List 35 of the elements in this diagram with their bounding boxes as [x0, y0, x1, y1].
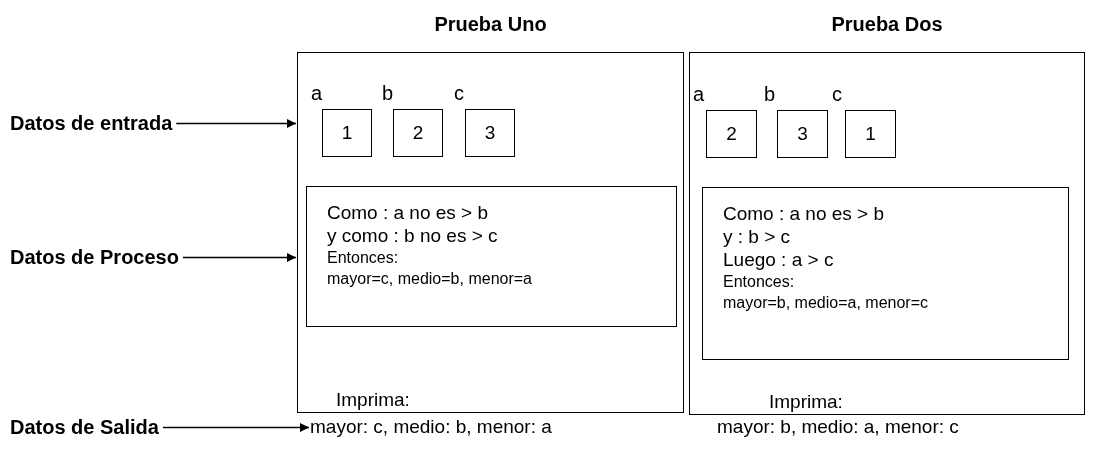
value-text: 3 [796, 123, 809, 145]
print-label: Imprima: [336, 389, 410, 411]
arrow [162, 423, 310, 432]
print-label: Imprima: [769, 391, 843, 413]
value-text: 1 [340, 122, 354, 144]
row-label: Datos de Salida [10, 416, 159, 439]
value-text: 2 [725, 123, 738, 145]
process-text: y como : b no es > c [327, 224, 498, 247]
variable-label: a [693, 83, 705, 106]
arrow [182, 253, 297, 262]
process-text: y : b > c [723, 225, 791, 248]
value-text: 3 [483, 122, 497, 144]
process-text: Entonces: [723, 272, 795, 292]
row-label: Datos de entrada [10, 112, 173, 135]
process-text: Como : a no es > b [327, 201, 489, 224]
process-text: Entonces: [327, 248, 399, 268]
variable-label: b [764, 83, 776, 106]
process-text: Como : a no es > b [723, 202, 885, 225]
variable-label: c [454, 82, 464, 105]
process-text: Luego : a > c [723, 248, 834, 271]
process-box [306, 186, 677, 327]
arrow [175, 119, 297, 128]
row-label: Datos de Proceso [10, 246, 179, 269]
panel-heading: Prueba Uno [433, 13, 548, 36]
variable-label: c [832, 83, 842, 106]
process-text: mayor=c, medio=b, menor=a [327, 269, 532, 289]
variable-label: a [311, 82, 323, 105]
value-text: 2 [411, 122, 425, 144]
panel-heading: Prueba Dos [830, 13, 944, 36]
value-text: 1 [864, 123, 877, 145]
process-text: mayor=b, medio=a, menor=c [723, 293, 928, 313]
variable-label: b [382, 82, 394, 105]
output-text: mayor: b, medio: a, menor: c [717, 416, 959, 438]
output-text: mayor: c, medio: b, menor: a [310, 416, 552, 438]
process-box [702, 187, 1069, 360]
